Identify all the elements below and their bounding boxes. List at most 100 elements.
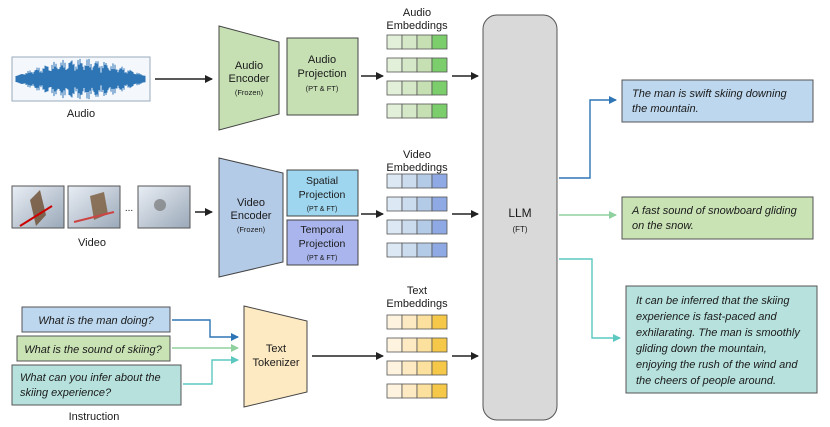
audio-embeddings-title-1: Audio <box>403 7 431 19</box>
text-embedding-token <box>431 360 448 376</box>
llm-block: LLM (FT) <box>482 14 558 421</box>
text-tokenizer: Text Tokenizer <box>243 305 308 408</box>
video-input-label: Video <box>78 237 106 249</box>
text-embeddings-title-1: Text <box>407 285 427 297</box>
output-1-line2: the mountain. <box>632 103 699 115</box>
text-embedding-token <box>386 383 403 399</box>
question-box-1: What is the man doing? <box>21 306 171 333</box>
audio-embedding-token <box>386 103 403 119</box>
output-3-line2: experience is fast-paced and <box>636 311 778 323</box>
question-3-line2: skiing experience? <box>20 387 112 399</box>
video-embedding-token <box>431 219 448 235</box>
text-embedding-token <box>386 337 403 353</box>
video-embedding-token <box>416 173 433 189</box>
spatial-projection-sub: (PT & FT) <box>307 206 338 213</box>
audio-embedding-token <box>401 34 418 50</box>
text-tokenizer-line2: Tokenizer <box>252 357 299 369</box>
text-embedding-token <box>431 314 448 330</box>
video-encoder-line2: Encoder <box>231 210 272 222</box>
video-embedding-token <box>401 196 418 212</box>
llm-sub: (FT) <box>512 225 527 234</box>
audio-embedding-token <box>416 57 433 73</box>
video-embedding-token <box>401 242 418 258</box>
video-embeddings-title-1: Video <box>403 149 431 161</box>
audio-embeddings-title-2: Embeddings <box>386 20 448 32</box>
audio-waveform-icon <box>11 56 151 102</box>
text-embedding-token <box>386 360 403 376</box>
video-frame-icon <box>11 185 191 229</box>
question-1-text: What is the man doing? <box>38 315 154 327</box>
spatial-projection-line2: Projection <box>299 189 346 201</box>
question-3-line1: What can you infer about the <box>20 372 161 384</box>
output-2-line2: on the snow. <box>632 220 694 232</box>
text-embedding-token <box>401 383 418 399</box>
video-embedding-row <box>386 196 448 212</box>
audio-embedding-token <box>431 103 448 119</box>
text-embedding-token <box>401 337 418 353</box>
video-encoder-sub: (Frozen) <box>237 225 266 234</box>
audio-embedding-token <box>386 34 403 50</box>
video-embedding-token <box>416 219 433 235</box>
text-tokenizer-line1: Text <box>266 343 286 355</box>
output-box-2: A fast sound of snowboard gliding on the… <box>621 196 814 240</box>
text-embedding-token <box>416 383 433 399</box>
text-embeddings-title-2: Embeddings <box>386 298 448 310</box>
output-3-line6: the cheers of people around. <box>636 375 776 387</box>
audio-embedding-token <box>401 80 418 96</box>
llm-label: LLM <box>508 206 531 220</box>
flow-arrows <box>155 72 621 385</box>
audio-encoder-sub: (Frozen) <box>235 88 264 97</box>
audio-encoder-line1: Audio <box>235 60 263 72</box>
audio-input-label: Audio <box>67 108 95 120</box>
audio-embedding-token <box>401 57 418 73</box>
temporal-projection: Temporal Projection (PT & FT) <box>286 219 359 266</box>
video-ellipsis: ... <box>125 203 133 214</box>
output-1-line1: The man is swift skiing downing <box>632 88 788 100</box>
video-embedding-token <box>401 173 418 189</box>
video-frame-2 <box>67 185 121 229</box>
video-embedding-token <box>416 196 433 212</box>
audio-projection: Audio Projection (PT & FT) <box>286 37 359 116</box>
text-embedding-token <box>401 360 418 376</box>
spatial-projection-line1: Spatial <box>306 175 338 187</box>
audio-projection-line1: Audio <box>308 54 336 66</box>
temporal-projection-sub: (PT & FT) <box>307 255 338 262</box>
audio-embedding-token <box>386 80 403 96</box>
audio-embedding-row <box>386 57 448 73</box>
video-embedding-token <box>386 219 403 235</box>
audio-embedding-row <box>386 103 448 119</box>
video-frame-3 <box>137 185 191 229</box>
video-embeddings-title-2: Embeddings <box>386 162 448 174</box>
text-embedding-token <box>431 337 448 353</box>
audio-projection-sub: (PT & FT) <box>306 84 339 93</box>
audio-embedding-token <box>401 103 418 119</box>
output-box-1: The man is swift skiing downing the moun… <box>621 79 814 123</box>
audio-projection-line2: Projection <box>298 68 347 80</box>
text-embedding-token <box>416 337 433 353</box>
text-embedding-token <box>386 314 403 330</box>
text-embedding-row <box>386 383 448 399</box>
output-2-line1: A fast sound of snowboard gliding <box>631 205 798 217</box>
audio-embedding-token <box>431 34 448 50</box>
output-3-line1: It can be inferred that the skiing <box>636 295 790 307</box>
video-embedding-token <box>431 196 448 212</box>
video-embedding-row <box>386 219 448 235</box>
audio-encoder-line2: Encoder <box>229 73 270 85</box>
question-box-2: What is the sound of skiing? <box>16 335 171 362</box>
video-embedding-token <box>416 242 433 258</box>
text-embedding-row <box>386 314 448 330</box>
video-embedding-token <box>431 173 448 189</box>
audio-embedding-token <box>386 57 403 73</box>
video-embedding-token <box>386 173 403 189</box>
temporal-projection-line2: Projection <box>299 238 346 250</box>
embedding-token-rows <box>386 34 448 399</box>
video-encoder: Video Encoder (Frozen) <box>218 157 284 278</box>
text-embedding-token <box>401 314 418 330</box>
video-embedding-token <box>386 196 403 212</box>
text-embedding-row <box>386 337 448 353</box>
video-encoder-line1: Video <box>237 197 265 209</box>
temporal-projection-line1: Temporal <box>300 224 343 236</box>
audio-encoder: Audio Encoder (Frozen) <box>218 25 280 131</box>
text-embedding-token <box>416 314 433 330</box>
